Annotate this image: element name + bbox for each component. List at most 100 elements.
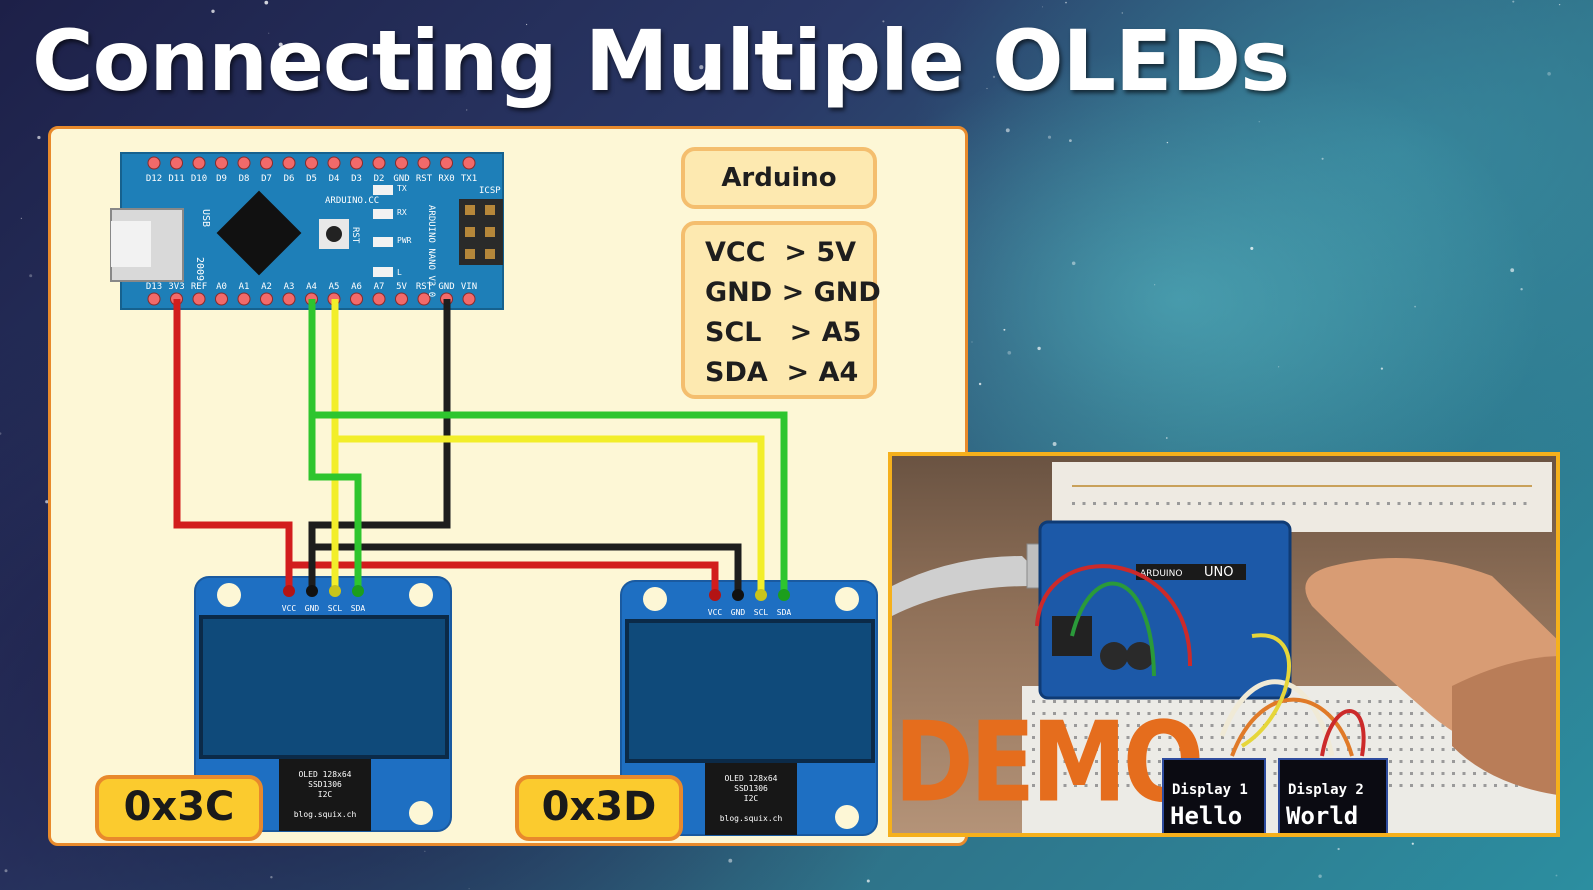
bottom-pin-a3 — [282, 292, 296, 306]
bottom-pin-label-a5: A5 — [329, 282, 340, 292]
top-pin-d8 — [237, 156, 251, 170]
bottom-pin-label-ref: REF — [191, 282, 207, 292]
usb-label: USB — [200, 209, 211, 227]
top-pin-label-d2: D2 — [374, 174, 385, 184]
top-pin-d9 — [215, 156, 228, 170]
pin-map-scl: SCL > A5 — [705, 317, 862, 348]
bottom-pin-label-5v: 5V — [396, 282, 407, 292]
breadboard-top — [1052, 462, 1552, 532]
bottom-pin-d13 — [147, 292, 161, 306]
top-pin-label-d5: D5 — [306, 174, 317, 184]
bottom-pin-label-a2: A2 — [261, 282, 272, 292]
top-pin-d4 — [327, 156, 341, 170]
oled-chip-2 — [705, 763, 797, 835]
oled1-chip-line3: I2C — [318, 790, 333, 799]
bottom-pin-a1 — [237, 292, 251, 306]
demo-display-2-line2: World — [1286, 802, 1359, 830]
oled-module-2: OLED 128x64 SSD1306 I2C blog.squix.ch VC… — [620, 580, 878, 836]
oled-screen-1 — [199, 615, 449, 759]
oled2-pin-sda: SDA — [777, 608, 792, 617]
sda-wire-1 — [308, 299, 362, 591]
oled2-chip-line4: blog.squix.ch — [720, 814, 783, 823]
top-pin-d12 — [147, 156, 161, 170]
bottom-pin-a2 — [260, 292, 273, 306]
oled-address-2: 0x3D — [515, 775, 683, 841]
oled-screen-2 — [625, 619, 875, 763]
oled2-chip-line3: I2C — [744, 794, 759, 803]
bottom-pin-label-3v3: 3V3 — [168, 282, 184, 292]
vcc-wire-2 — [285, 525, 719, 595]
oled-chip-1 — [279, 759, 371, 831]
oled-address-1: 0x3C — [95, 775, 263, 841]
bottom-pin-label-a1: A1 — [239, 282, 250, 292]
top-pin-tx1 — [462, 156, 476, 170]
bottom-pin-label-a4: A4 — [306, 282, 317, 292]
bottom-pin-5v — [395, 292, 408, 306]
bottom-pin-label-d13: D13 — [146, 282, 162, 292]
bottom-pin-a6 — [350, 292, 363, 306]
demo-display-2-line1: Display 2 — [1288, 782, 1364, 798]
pin-map-vcc: VCC > 5V — [705, 237, 857, 268]
bottom-pin-vin — [462, 292, 476, 306]
oled2-chip-line2: SSD1306 — [734, 784, 768, 793]
demo-label: DEMO — [894, 698, 1204, 827]
oled2-chip-line1: OLED 128x64 — [725, 774, 778, 783]
oled-module-1: OLED 128x64 SSD1306 I2C blog.squix.ch VC… — [194, 576, 452, 832]
page-title: Connecting Multiple OLEDs — [32, 12, 1290, 110]
top-pin-label-d10: D10 — [191, 174, 207, 184]
bottom-pin-label-rst: RST — [416, 282, 433, 292]
bottom-pin-label-a3: A3 — [284, 282, 295, 292]
pin-map-gnd: GND > GND — [705, 277, 881, 308]
wires — [173, 299, 788, 595]
oled1-chip-line2: SSD1306 — [308, 780, 342, 789]
usb-cable — [892, 556, 1042, 616]
bottom-pin-label-gnd: GND — [438, 282, 454, 292]
brand-label: ARDUINO.CC — [325, 196, 379, 206]
oled1-pin-scl: SCL — [328, 604, 343, 613]
led-label-rx: RX — [397, 208, 407, 217]
led-label-l: L — [397, 268, 402, 277]
arduino-uno-board — [1038, 520, 1292, 700]
top-pin-d11 — [170, 156, 183, 170]
vcc-wire-1 — [173, 299, 293, 591]
oled1-chip-line4: blog.squix.ch — [294, 810, 357, 819]
oled2-pin-vcc: VCC — [708, 608, 723, 617]
rst-label: RST — [350, 227, 360, 244]
bottom-pin-rst — [417, 292, 431, 306]
top-pin-d7 — [260, 156, 273, 170]
gnd-wire-2 — [308, 543, 742, 595]
oled2-pin-gnd: GND — [731, 608, 746, 617]
oled2-pin-scl: SCL — [754, 608, 769, 617]
top-pin-label-d11: D11 — [168, 174, 184, 184]
demo-photo-panel: UNO ARDUINO DEMO Display 1 Hello Display… — [888, 452, 1560, 837]
demo-display-2: Display 2 World — [1278, 758, 1388, 833]
top-pin-label-d8: D8 — [239, 174, 250, 184]
demo-display-1-line2: Hello — [1170, 802, 1243, 830]
oled1-pin-gnd: GND — [305, 604, 320, 613]
wire-endpoints — [283, 585, 790, 601]
top-pin-rst — [417, 156, 431, 170]
top-pin-d2 — [372, 156, 386, 170]
top-pin-label-d6: D6 — [284, 174, 295, 184]
bottom-pin-a7 — [372, 292, 386, 306]
oled1-chip-line1: OLED 128x64 — [299, 770, 352, 779]
bottom-pin-a0 — [215, 292, 228, 306]
top-pin-label-gnd: GND — [393, 174, 409, 184]
top-pin-label-d3: D3 — [351, 174, 362, 184]
sda-wire-2 — [312, 411, 788, 595]
top-pin-label-d7: D7 — [261, 174, 272, 184]
top-pin-label-d4: D4 — [329, 174, 340, 184]
top-pin-gnd — [395, 156, 408, 170]
led-label-tx: TX — [397, 184, 407, 193]
top-pin-label-rst: RST — [416, 174, 433, 184]
top-pin-label-rx0: RX0 — [438, 174, 454, 184]
uno-label: UNO — [1204, 565, 1233, 580]
bottom-pin-label-vin: VIN — [461, 282, 477, 292]
top-pin-label-d12: D12 — [146, 174, 162, 184]
bottom-pin-ref — [192, 292, 206, 306]
led-label-pwr: PWR — [397, 236, 412, 245]
top-pin-d3 — [350, 156, 363, 170]
bottom-pin-label-a6: A6 — [351, 282, 362, 292]
